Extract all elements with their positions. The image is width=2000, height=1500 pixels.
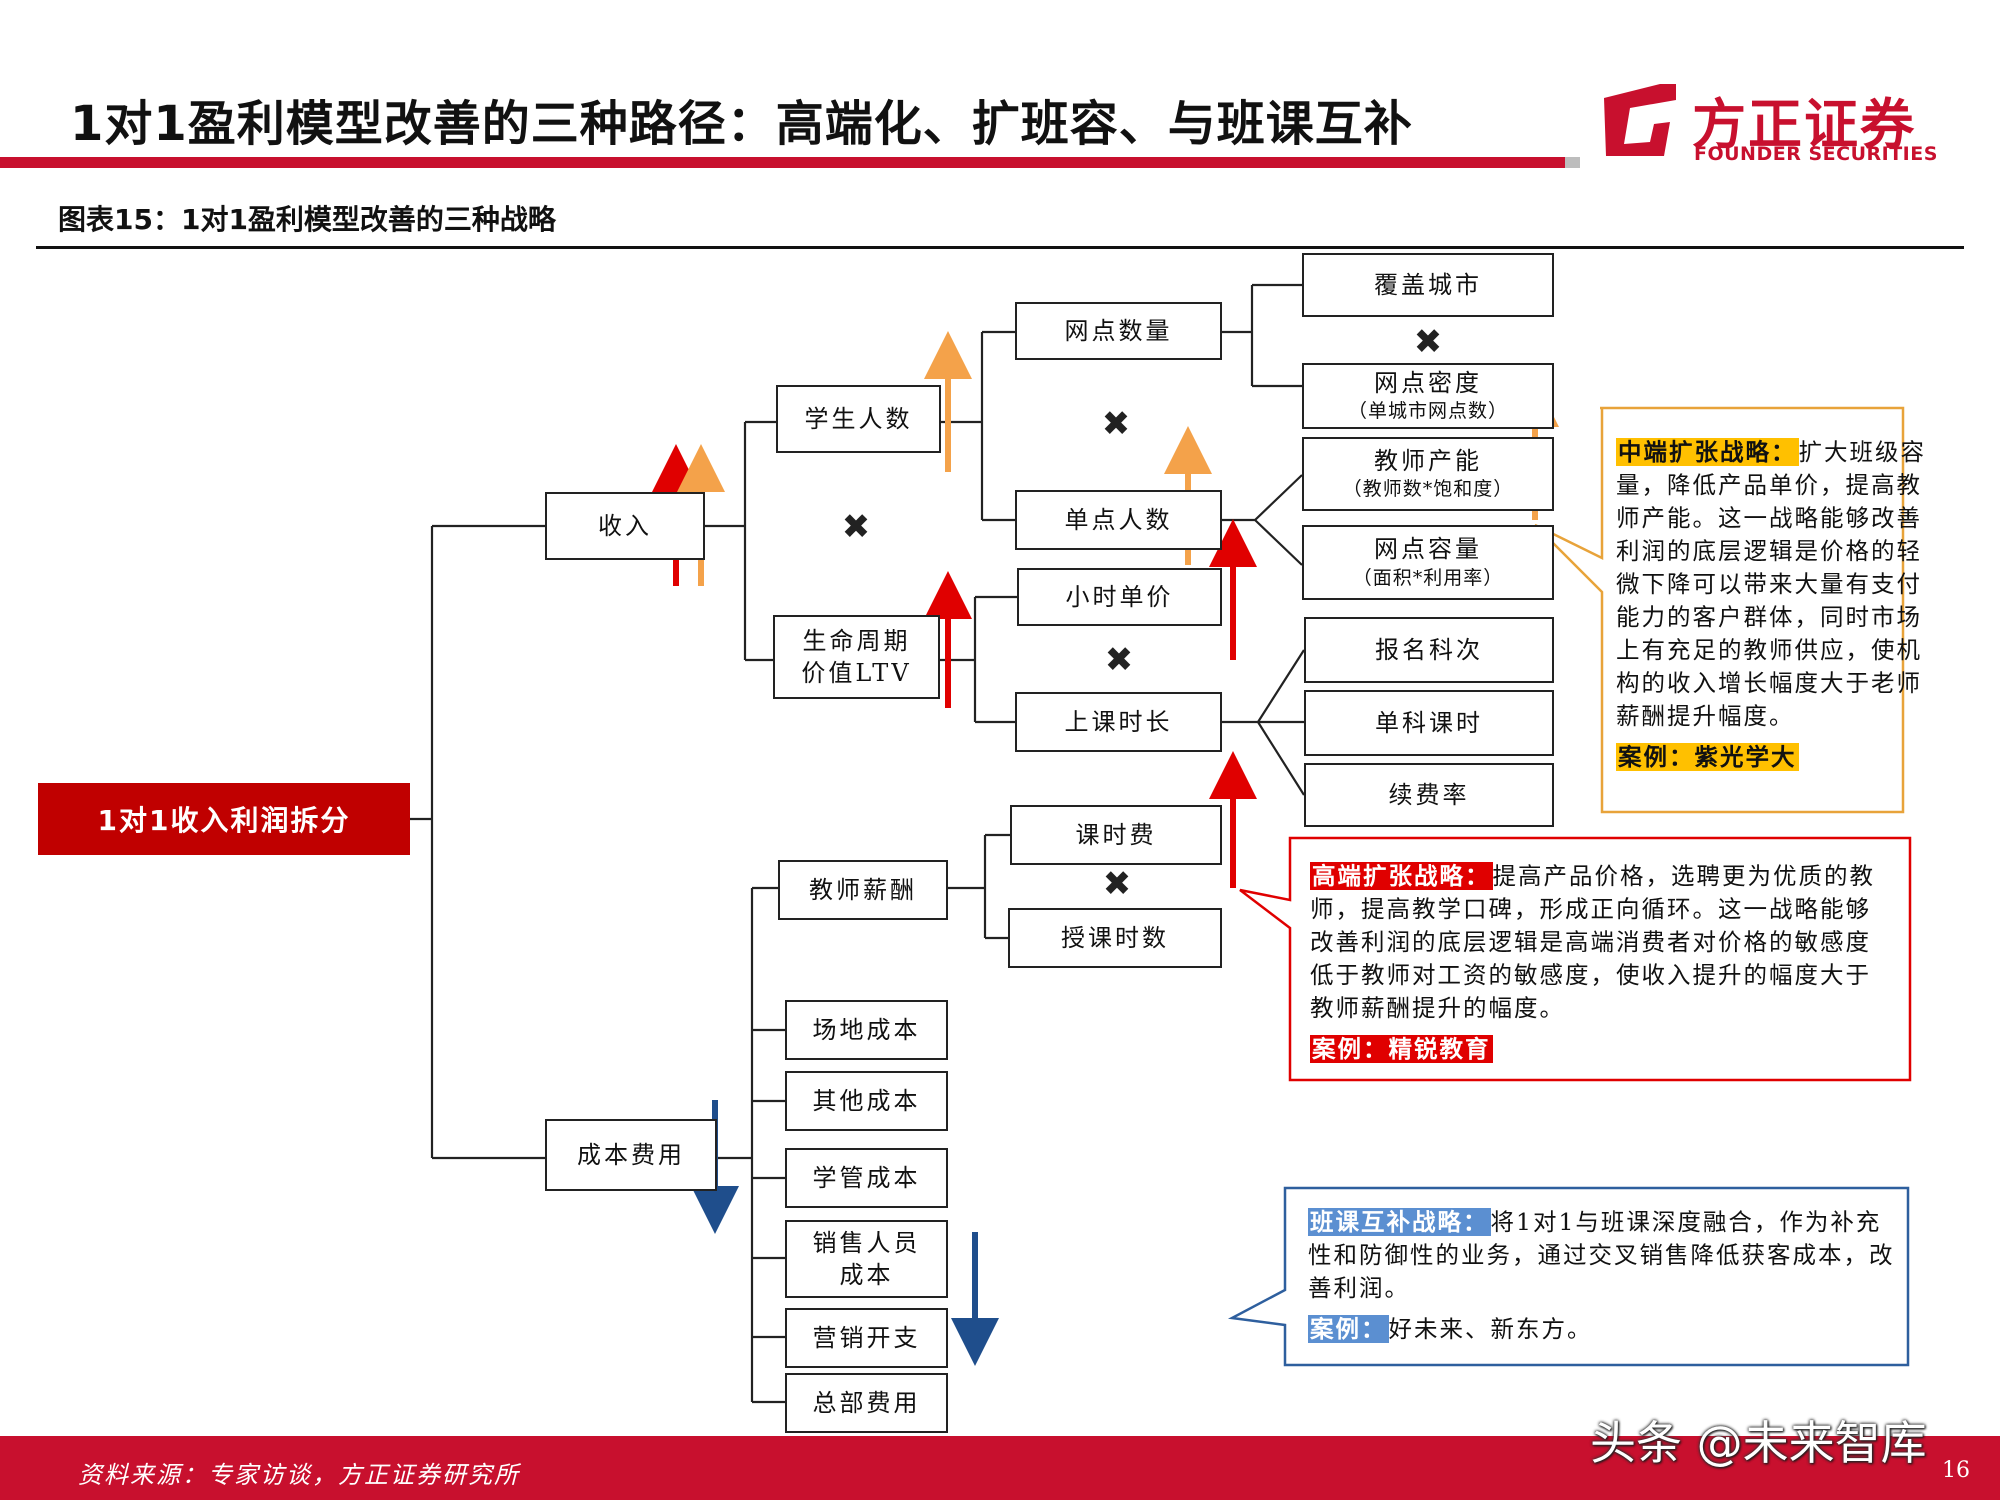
- figure-title: 图表15：1对1盈利模型改善的三种战略: [58, 203, 556, 236]
- cost-node: 成本费用: [545, 1119, 717, 1191]
- multiply-icon: ✖: [1101, 404, 1131, 444]
- marketing-cost-label: 营销开支: [812, 1323, 921, 1352]
- source-note: 资料来源：专家访谈，方正证券研究所: [78, 1461, 520, 1489]
- mid-tier-strategy-text: 扩大班级容量，降低产品单价，提高教师产能。这一战略能够改善利润的底层逻辑是价格的…: [1616, 438, 1926, 730]
- cities-node: 覆盖城市: [1302, 253, 1554, 317]
- hq-cost-label: 总部费用: [812, 1388, 921, 1417]
- sales-cost-label-line1: 销售人员: [812, 1228, 921, 1257]
- multiply-icon: ✖: [1104, 640, 1134, 680]
- outlet-capacity-node: 网点容量 （面积*利用率）: [1302, 525, 1554, 600]
- footer-bar: [0, 1436, 2000, 1500]
- admin-cost-node: 学管成本: [785, 1148, 948, 1208]
- outlet-capacity-sublabel: （面积*利用率）: [1352, 566, 1504, 589]
- ltv-node: 生命周期 价值LTV: [773, 615, 940, 699]
- venue-cost-node: 场地成本: [785, 1000, 948, 1060]
- title-underline-end: [1565, 157, 1580, 168]
- sales-cost-label-line2: 成本: [839, 1261, 894, 1289]
- teacher-capacity-node: 教师产能 （教师数*饱和度）: [1302, 437, 1554, 511]
- page-number: 16: [1942, 1458, 1970, 1483]
- revenue-node: 收入: [545, 492, 705, 560]
- root-node: 1对1收入利润拆分: [38, 783, 410, 855]
- other-cost-label: 其他成本: [812, 1086, 921, 1115]
- ltv-label-line1: 生命周期: [802, 626, 911, 655]
- per-outlet-node: 单点人数: [1015, 490, 1222, 550]
- combo-strategy-tag: 班课互补战略：: [1308, 1208, 1491, 1236]
- logo-chinese-name: 方正证券: [1692, 93, 1916, 156]
- subject-hours-label: 单科课时: [1375, 708, 1483, 737]
- combo-case-tag: 案例：: [1308, 1315, 1389, 1343]
- founder-logo-icon: [1604, 84, 1676, 156]
- multiply-icon: ✖: [841, 507, 871, 547]
- other-cost-node: 其他成本: [785, 1071, 948, 1131]
- hourly-price-node: 小时单价: [1017, 568, 1222, 626]
- students-label: 学生人数: [804, 404, 913, 433]
- combo-strategy-text: 将1对1与班课深度融合，作为补充性和防御性的业务，通过交叉销售降低获客成本，改善…: [1308, 1208, 1895, 1302]
- combo-case-text: 好未来、新东方。: [1388, 1315, 1593, 1343]
- density-node: 网点密度 （单城市网点数）: [1302, 363, 1554, 429]
- title-underline: [0, 157, 1565, 168]
- logo-english-name: FOUNDER SECURITIES: [1694, 143, 1938, 165]
- subject-hours-node: 单科课时: [1304, 690, 1554, 756]
- outlet-capacity-label: 网点容量: [1374, 535, 1482, 564]
- mid-tier-strategy-tag: 中端扩张战略：: [1616, 438, 1799, 466]
- figure-rule: [36, 246, 1964, 249]
- cost-label: 成本费用: [577, 1140, 685, 1169]
- students-node: 学生人数: [776, 385, 941, 453]
- high-end-strategy-text: 提高产品价格，选聘更为优质的教师，提高教学口碑，形成正向循环。这一战略能够改善利…: [1310, 862, 1875, 1022]
- teacher-capacity-sublabel: （教师数*饱和度）: [1342, 478, 1514, 501]
- venue-cost-label: 场地成本: [812, 1015, 921, 1044]
- renewal-node: 续费率: [1304, 763, 1554, 827]
- per-outlet-label: 单点人数: [1064, 505, 1173, 534]
- high-end-strategy-callout: 高端扩张战略：提高产品价格，选聘更为优质的教师，提高教学口碑，形成正向循环。这一…: [1310, 860, 1895, 1066]
- admin-cost-label: 学管成本: [812, 1163, 921, 1192]
- teacher-pay-label: 教师薪酬: [809, 875, 917, 904]
- teacher-capacity-label: 教师产能: [1374, 446, 1482, 475]
- mid-tier-strategy-callout: 中端扩张战略：扩大班级容量，降低产品单价，提高教师产能。这一战略能够改善利润的底…: [1616, 436, 1944, 774]
- combo-strategy-callout: 班课互补战略：将1对1与班课深度融合，作为补充性和防御性的业务，通过交叉销售降低…: [1308, 1206, 1898, 1346]
- sales-cost-node: 销售人员 成本: [785, 1220, 948, 1298]
- outlets-label: 网点数量: [1064, 316, 1173, 345]
- enroll-label: 报名科次: [1375, 635, 1483, 664]
- class-hours-node: 上课时长: [1015, 692, 1222, 752]
- mid-tier-case: 案例：紫光学大: [1616, 743, 1799, 771]
- enroll-node: 报名科次: [1304, 617, 1554, 683]
- density-label: 网点密度: [1374, 368, 1482, 397]
- outlets-node: 网点数量: [1015, 302, 1222, 360]
- hq-cost-node: 总部费用: [785, 1373, 948, 1433]
- density-sublabel: （单城市网点数）: [1347, 400, 1508, 423]
- watermark: 头条 @未来智库: [1590, 1416, 1927, 1470]
- revenue-label: 收入: [598, 511, 652, 540]
- hour-fee-node: 课时费: [1010, 805, 1222, 865]
- ltv-label-line2: 价值LTV: [801, 659, 912, 687]
- renewal-label: 续费率: [1388, 780, 1470, 809]
- marketing-cost-node: 营销开支: [785, 1308, 948, 1368]
- hour-fee-label: 课时费: [1075, 820, 1157, 849]
- page-title: 1对1盈利模型改善的三种路径：高端化、扩班容、与班课互补: [70, 96, 1413, 152]
- teacher-pay-node: 教师薪酬: [778, 860, 948, 920]
- teach-hours-label: 授课时数: [1061, 923, 1169, 952]
- high-end-strategy-tag: 高端扩张战略：: [1310, 862, 1493, 890]
- class-hours-label: 上课时长: [1064, 707, 1173, 736]
- hourly-price-label: 小时单价: [1065, 582, 1174, 611]
- multiply-icon: ✖: [1102, 864, 1132, 904]
- cities-label: 覆盖城市: [1374, 270, 1482, 299]
- multiply-icon: ✖: [1413, 322, 1443, 362]
- teach-hours-node: 授课时数: [1008, 908, 1222, 968]
- high-end-case: 案例：精锐教育: [1310, 1035, 1493, 1063]
